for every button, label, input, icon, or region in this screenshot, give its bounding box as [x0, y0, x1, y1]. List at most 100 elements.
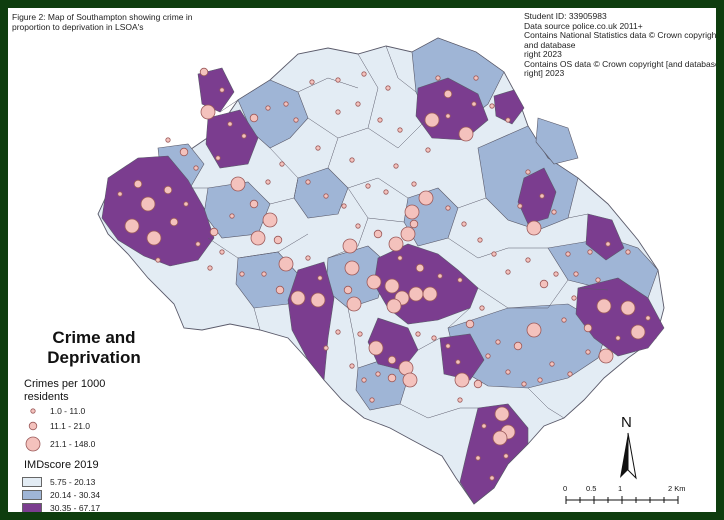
crime-circle[interactable]: [492, 430, 508, 446]
crime-circle[interactable]: [200, 104, 216, 120]
crime-circle[interactable]: [445, 343, 451, 349]
crime-circle[interactable]: [525, 169, 531, 175]
crime-circle[interactable]: [471, 101, 477, 107]
crime-circle[interactable]: [290, 290, 306, 306]
crime-circle[interactable]: [393, 163, 399, 169]
crime-circle[interactable]: [443, 89, 453, 99]
crime-circle[interactable]: [505, 117, 511, 123]
crime-circle[interactable]: [491, 251, 497, 257]
crime-circle[interactable]: [262, 212, 278, 228]
crime-circle[interactable]: [477, 237, 483, 243]
crime-circle[interactable]: [384, 278, 400, 294]
crime-circle[interactable]: [425, 147, 431, 153]
crime-circle[interactable]: [357, 331, 363, 337]
crime-circle[interactable]: [387, 373, 397, 383]
crime-circle[interactable]: [549, 361, 555, 367]
crime-circle[interactable]: [361, 71, 367, 77]
crime-circle[interactable]: [305, 179, 311, 185]
crime-circle[interactable]: [209, 227, 219, 237]
crime-circle[interactable]: [625, 249, 631, 255]
crime-circle[interactable]: [475, 455, 481, 461]
crime-circle[interactable]: [169, 217, 179, 227]
crime-circle[interactable]: [335, 109, 341, 115]
crime-circle[interactable]: [227, 121, 233, 127]
crime-circle[interactable]: [494, 406, 510, 422]
crime-circle[interactable]: [517, 203, 523, 209]
crime-circle[interactable]: [561, 317, 567, 323]
crime-circle[interactable]: [620, 300, 636, 316]
crime-circle[interactable]: [195, 241, 201, 247]
crime-circle[interactable]: [346, 296, 362, 312]
crime-circle[interactable]: [355, 101, 361, 107]
crime-circle[interactable]: [585, 349, 591, 355]
crime-circle[interactable]: [455, 359, 461, 365]
crime-circle[interactable]: [341, 203, 347, 209]
crime-circle[interactable]: [241, 133, 247, 139]
crime-circle[interactable]: [587, 249, 593, 255]
crime-circle[interactable]: [261, 271, 267, 277]
crime-circle[interactable]: [349, 363, 355, 369]
crime-circle[interactable]: [571, 295, 577, 301]
crime-circle[interactable]: [146, 230, 162, 246]
crime-circle[interactable]: [165, 137, 171, 143]
crime-circle[interactable]: [521, 381, 527, 387]
map-canvas[interactable]: [8, 8, 716, 512]
crime-circle[interactable]: [526, 220, 542, 236]
crime-circle[interactable]: [250, 230, 266, 246]
crime-circle[interactable]: [310, 292, 326, 308]
crime-circle[interactable]: [249, 113, 259, 123]
crime-circle[interactable]: [309, 79, 315, 85]
crime-circle[interactable]: [465, 319, 475, 329]
crime-circle[interactable]: [283, 101, 289, 107]
crime-circle[interactable]: [219, 87, 225, 93]
crime-circle[interactable]: [457, 397, 463, 403]
crime-circle[interactable]: [383, 189, 389, 195]
crime-circle[interactable]: [344, 260, 360, 276]
crime-circle[interactable]: [473, 75, 479, 81]
crime-circle[interactable]: [361, 377, 367, 383]
crime-circle[interactable]: [373, 229, 383, 239]
crime-circle[interactable]: [265, 105, 271, 111]
crime-circle[interactable]: [323, 193, 329, 199]
crime-circle[interactable]: [409, 219, 419, 229]
crime-circle[interactable]: [388, 236, 404, 252]
crime-circle[interactable]: [275, 285, 285, 295]
crime-circle[interactable]: [408, 286, 424, 302]
crime-circle[interactable]: [368, 340, 384, 356]
crime-circle[interactable]: [565, 251, 571, 257]
crime-circle[interactable]: [489, 475, 495, 481]
crime-circle[interactable]: [415, 263, 425, 273]
crime-circle[interactable]: [485, 353, 491, 359]
crime-circle[interactable]: [615, 335, 621, 341]
crime-circle[interactable]: [596, 298, 612, 314]
crime-circle[interactable]: [526, 322, 542, 338]
crime-circle[interactable]: [273, 235, 283, 245]
crime-circle[interactable]: [278, 256, 294, 272]
crime-circle[interactable]: [424, 112, 440, 128]
crime-circle[interactable]: [349, 157, 355, 163]
crime-circle[interactable]: [397, 127, 403, 133]
crime-circle[interactable]: [342, 238, 358, 254]
crime-circle[interactable]: [219, 249, 225, 255]
crime-circle[interactable]: [305, 255, 311, 261]
crime-circle[interactable]: [539, 193, 545, 199]
crime-circle[interactable]: [495, 339, 501, 345]
crime-circle[interactable]: [567, 371, 573, 377]
crime-circle[interactable]: [365, 183, 371, 189]
crime-circle[interactable]: [551, 209, 557, 215]
crime-circle[interactable]: [454, 372, 470, 388]
crime-circle[interactable]: [179, 147, 189, 157]
crime-circle[interactable]: [513, 341, 523, 351]
crime-circle[interactable]: [397, 255, 403, 261]
crime-circle[interactable]: [355, 223, 361, 229]
crime-circle[interactable]: [385, 85, 391, 91]
crime-circle[interactable]: [343, 285, 353, 295]
crime-circle[interactable]: [163, 185, 173, 195]
crime-circle[interactable]: [445, 113, 451, 119]
crime-circle[interactable]: [473, 379, 483, 389]
crime-circle[interactable]: [437, 273, 443, 279]
crime-circle[interactable]: [386, 298, 402, 314]
crime-circle[interactable]: [645, 315, 651, 321]
crime-circle[interactable]: [479, 305, 485, 311]
crime-circle[interactable]: [630, 324, 646, 340]
